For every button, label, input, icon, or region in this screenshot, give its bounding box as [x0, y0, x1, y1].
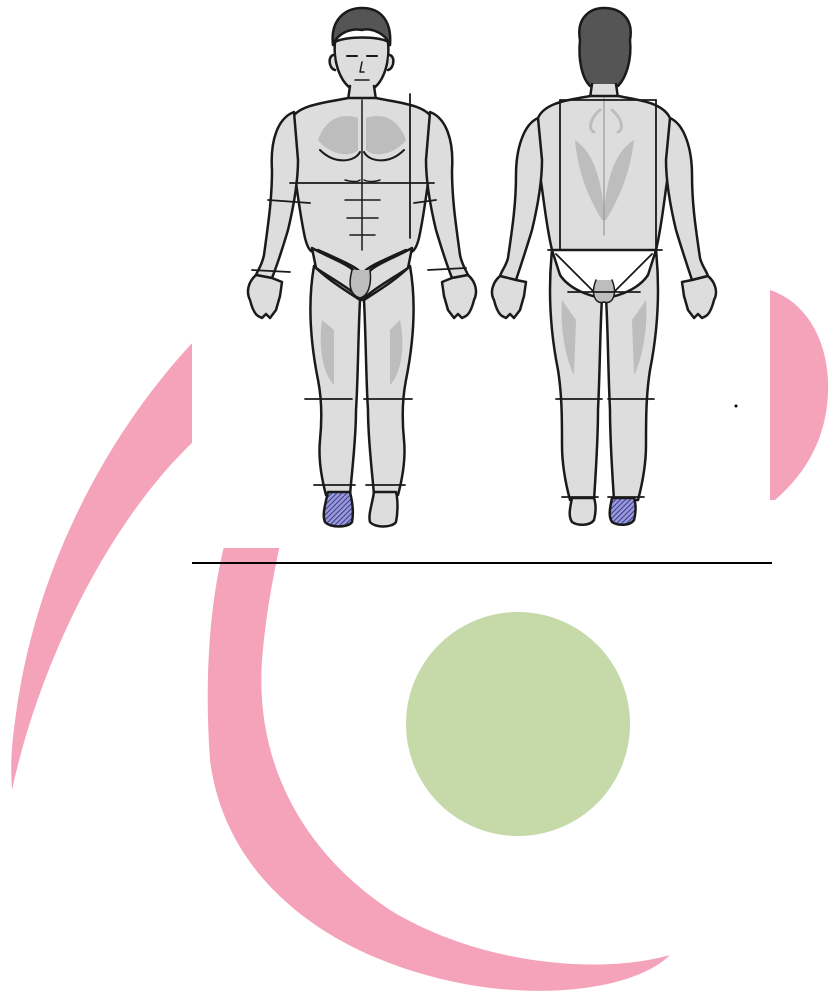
back-right-heel-highlight — [610, 498, 636, 525]
pink-right-arc — [770, 290, 828, 500]
front-right-foot — [369, 492, 397, 527]
back-head — [579, 8, 630, 86]
green-circle — [406, 612, 630, 836]
back-left-heel — [570, 498, 596, 525]
front-left-foot-highlight — [324, 492, 353, 527]
pink-left-arc — [11, 340, 195, 790]
stray-dot — [735, 405, 738, 408]
figure-panel — [192, 0, 770, 548]
